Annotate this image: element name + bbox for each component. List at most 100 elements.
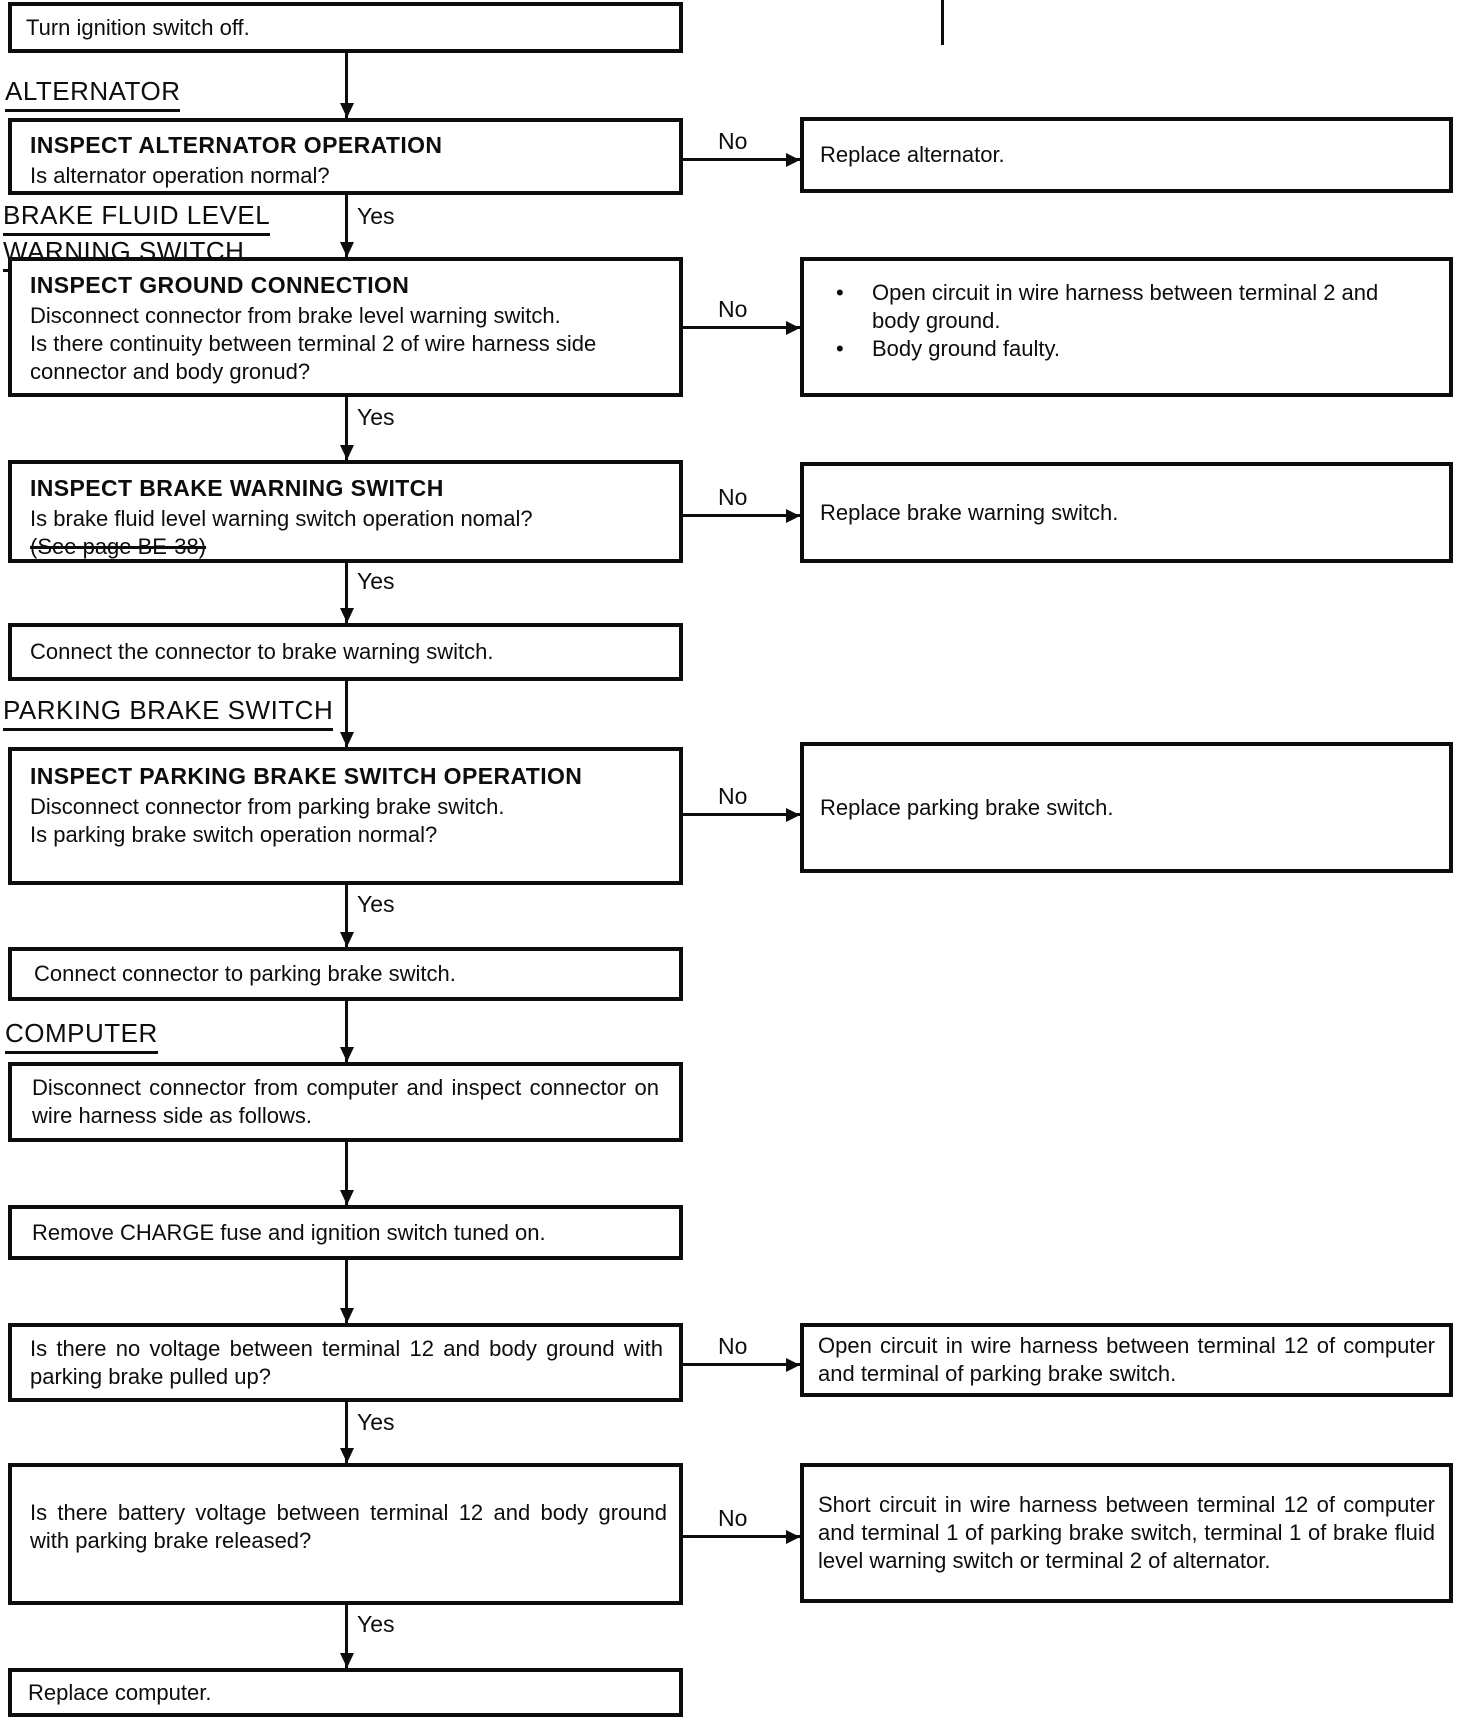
- bullet-icon: •: [836, 336, 844, 361]
- arrow-down-icon: [340, 445, 354, 460]
- step-question: Is parking brake switch operation normal…: [30, 822, 438, 847]
- flow-line: [345, 1001, 348, 1062]
- outcome-text: Replace parking brake switch.: [820, 794, 1114, 820]
- yes-label: Yes: [357, 891, 395, 917]
- section-label-text: BRAKE FLUID LEVEL: [3, 200, 271, 236]
- step-text: Disconnect connector from parking brake …: [30, 794, 505, 819]
- step-question: Is there continuity between terminal 2 o…: [30, 331, 597, 384]
- outcome-text: Replace alternator.: [820, 142, 1005, 167]
- flow-line: [345, 397, 348, 460]
- step-remove-charge-fuse: Remove CHARGE fuse and ignition switch t…: [8, 1205, 683, 1260]
- step-title: INSPECT BRAKE WARNING SWITCH: [30, 475, 444, 501]
- outcome-text: Short circuit in wire harness between te…: [818, 1492, 1435, 1573]
- flow-line: [345, 1142, 348, 1205]
- step-turn-ignition-off: Turn ignition switch off.: [8, 2, 683, 53]
- step-question: Is there battery voltage between termina…: [30, 1500, 667, 1553]
- outcome-text: Open circuit in wire harness between ter…: [818, 1333, 1435, 1386]
- arrow-right-icon: [786, 509, 800, 523]
- step-connect-brake-warning: Connect the connector to brake warning s…: [8, 623, 683, 681]
- no-connector-line: [683, 158, 800, 161]
- outcome-short-circuit-terminal12: Short circuit in wire harness between te…: [800, 1463, 1453, 1603]
- yes-label: Yes: [357, 404, 395, 430]
- step-inspect-alternator: INSPECT ALTERNATOR OPERATION Is alternat…: [8, 118, 683, 195]
- arrow-right-icon: [786, 153, 800, 167]
- flow-line: [345, 563, 348, 623]
- step-question: Is there no voltage between terminal 12 …: [30, 1335, 663, 1389]
- section-label-parking-brake: PARKING BRAKE SWITCH: [3, 695, 334, 731]
- arrow-down-icon: [340, 732, 354, 747]
- step-question: Is brake fluid level warning switch oper…: [30, 506, 533, 531]
- step-text: Remove CHARGE fuse and ignition switch t…: [32, 1219, 546, 1245]
- no-label: No: [718, 128, 748, 154]
- step-text: Connect the connector to brake warning s…: [30, 639, 494, 664]
- step-disconnect-computer: Disconnect connector from computer and i…: [8, 1062, 683, 1142]
- step-inspect-ground: INSPECT GROUND CONNECTION Disconnect con…: [8, 257, 683, 397]
- section-label-computer: COMPUTER: [5, 1018, 158, 1054]
- no-label: No: [718, 484, 748, 510]
- arrow-down-icon: [340, 1653, 354, 1668]
- step-text: Disconnect connector from brake level wa…: [30, 303, 561, 328]
- no-label: No: [718, 1333, 748, 1359]
- flow-line: [345, 1402, 348, 1463]
- arrow-down-icon: [340, 242, 354, 257]
- section-label-alternator: ALTERNATOR: [5, 76, 181, 112]
- no-connector-line: [683, 813, 800, 816]
- arrow-down-icon: [340, 1308, 354, 1323]
- outcome-replace-parking-brake-switch: Replace parking brake switch.: [800, 742, 1453, 873]
- outcome-text: Body ground faulty.: [872, 336, 1060, 361]
- yes-label: Yes: [357, 1409, 395, 1435]
- step-inspect-parking-brake: INSPECT PARKING BRAKE SWITCH OPERATION D…: [8, 747, 683, 885]
- no-connector-line: [683, 514, 800, 517]
- outcome-ground-fault: • Open circuit in wire harness between t…: [800, 257, 1453, 397]
- flow-line: [345, 681, 348, 747]
- step-page-reference: (See page BE-38): [30, 534, 207, 559]
- outcome-bullet-item: • Open circuit in wire harness between t…: [828, 279, 1429, 335]
- no-label: No: [718, 783, 748, 809]
- scan-artifact-line: [941, 0, 944, 45]
- flow-line: [345, 885, 348, 947]
- no-connector-line: [683, 1535, 800, 1538]
- arrow-down-icon: [340, 103, 354, 118]
- flow-line: [345, 1605, 348, 1668]
- no-connector-line: [683, 326, 800, 329]
- step-text: Disconnect connector from computer and i…: [32, 1075, 659, 1128]
- arrow-right-icon: [786, 1358, 800, 1372]
- arrow-down-icon: [340, 608, 354, 623]
- yes-label: Yes: [357, 203, 395, 229]
- outcome-bullet-item: • Body ground faulty.: [828, 335, 1429, 363]
- step-inspect-brake-warning: INSPECT BRAKE WARNING SWITCH Is brake fl…: [8, 460, 683, 563]
- flow-line: [345, 1260, 348, 1323]
- bullet-icon: •: [836, 280, 844, 305]
- no-label: No: [718, 1505, 748, 1531]
- arrow-right-icon: [786, 1530, 800, 1544]
- step-text: Connect connector to parking brake switc…: [34, 961, 456, 986]
- step-title: INSPECT GROUND CONNECTION: [30, 272, 410, 298]
- step-text: Turn ignition switch off.: [26, 14, 250, 40]
- outcome-text: Open circuit in wire harness between ter…: [872, 280, 1379, 333]
- section-label-text: ALTERNATOR: [5, 76, 181, 112]
- step-question: Is alternator operation normal?: [30, 163, 330, 188]
- outcome-open-circuit-terminal12: Open circuit in wire harness between ter…: [800, 1323, 1453, 1397]
- step-replace-computer: Replace computer.: [8, 1668, 683, 1717]
- arrow-right-icon: [786, 321, 800, 335]
- section-label-text: PARKING BRAKE SWITCH: [3, 695, 334, 731]
- step-no-voltage-check: Is there no voltage between terminal 12 …: [8, 1323, 683, 1402]
- outcome-text: Replace brake warning switch.: [820, 499, 1119, 525]
- step-title: INSPECT ALTERNATOR OPERATION: [30, 132, 443, 158]
- step-battery-voltage-check: Is there battery voltage between termina…: [8, 1463, 683, 1605]
- yes-label: Yes: [357, 568, 395, 594]
- arrow-down-icon: [340, 932, 354, 947]
- step-title: INSPECT PARKING BRAKE SWITCH OPERATION: [30, 763, 583, 789]
- arrow-down-icon: [340, 1190, 354, 1205]
- outcome-replace-alternator: Replace alternator.: [800, 117, 1453, 193]
- no-connector-line: [683, 1363, 800, 1366]
- arrow-right-icon: [786, 808, 800, 822]
- step-text: Replace computer.: [28, 1679, 212, 1705]
- arrow-down-icon: [340, 1047, 354, 1062]
- section-label-text: COMPUTER: [5, 1018, 158, 1054]
- outcome-replace-brake-warning-switch: Replace brake warning switch.: [800, 462, 1453, 563]
- flow-line: [345, 195, 348, 257]
- step-connect-parking-brake: Connect connector to parking brake switc…: [8, 947, 683, 1001]
- no-label: No: [718, 296, 748, 322]
